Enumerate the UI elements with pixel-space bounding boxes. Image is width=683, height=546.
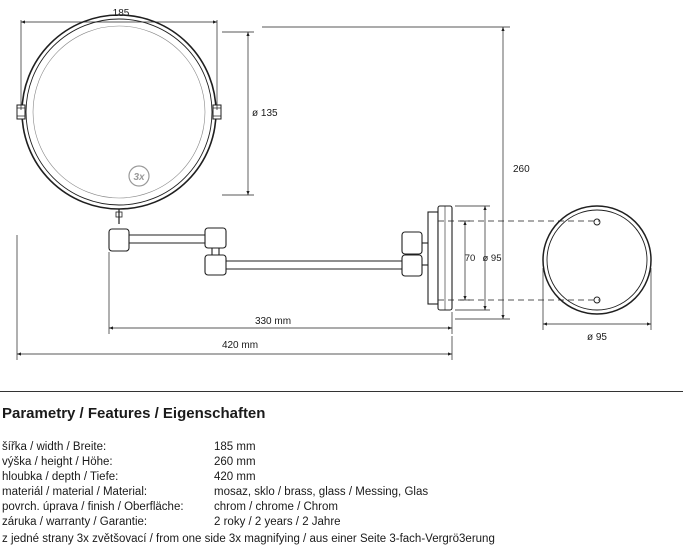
elbow-joint-lower bbox=[204, 254, 227, 276]
mirror-inner-rim bbox=[25, 18, 213, 206]
features-title: Parametry / Features / Eigenschaften bbox=[2, 405, 266, 422]
dim-arm-length-label: 330 mm bbox=[255, 316, 291, 327]
table-row: šířka / width / Breite: 185 mm bbox=[2, 440, 428, 455]
row-label: povrch. úprava / finish / Oberfläche: bbox=[2, 501, 184, 513]
row-value: mosaz, sklo / brass, glass / Messing, Gl… bbox=[214, 486, 429, 498]
table-row: výška / height / Höhe: 260 mm bbox=[2, 455, 428, 470]
table-row: povrch. úprava / finish / Oberfläche: ch… bbox=[2, 500, 428, 515]
dim-mirror-diameter-label: ø 135 bbox=[252, 108, 278, 119]
mirror-clamp bbox=[108, 228, 130, 252]
technical-drawing: 3x bbox=[16, 8, 652, 360]
row-value: 260 mm bbox=[214, 456, 256, 468]
dim-plate-height-label: 70 bbox=[465, 253, 476, 264]
row-value: 185 mm bbox=[214, 441, 256, 453]
mirror-front-view bbox=[16, 14, 222, 224]
wall-base-front bbox=[542, 205, 652, 315]
dim-width-label: 185 bbox=[113, 8, 130, 19]
magnify-3x-badge: 3x bbox=[128, 165, 150, 187]
mirror-glass-edge bbox=[32, 25, 206, 199]
table-row: materiál / material / Material: mosaz, s… bbox=[2, 485, 428, 500]
row-label: výška / height / Höhe: bbox=[2, 456, 113, 468]
features-table: šířka / width / Breite: 185 mm výška / h… bbox=[2, 440, 428, 530]
row-label: záruka / warranty / Garantie: bbox=[2, 516, 148, 528]
row-value: 2 roky / 2 years / 2 Jahre bbox=[214, 516, 341, 528]
dim-depth-label: 420 mm bbox=[222, 340, 258, 351]
row-label: hloubka / depth / Tiefe: bbox=[2, 471, 119, 483]
swing-arm bbox=[108, 227, 428, 277]
section-divider bbox=[0, 391, 683, 392]
wall-joint-lower bbox=[401, 254, 423, 277]
row-value: 420 mm bbox=[214, 471, 256, 483]
table-row: záruka / warranty / Garantie: 2 roky / 2… bbox=[2, 515, 428, 530]
dim-base-diameter-label: ø 95 bbox=[587, 332, 607, 343]
dimension-lines bbox=[16, 20, 652, 360]
magnifying-note: z jedné strany 3x zvětšovací / from one … bbox=[2, 533, 495, 545]
mirror-outer-rim bbox=[21, 14, 217, 210]
elbow-joint-upper bbox=[204, 227, 227, 249]
table-row: hloubka / depth / Tiefe: 420 mm bbox=[2, 470, 428, 485]
row-value: chrom / chrome / Chrom bbox=[214, 501, 338, 513]
wall-joint-upper bbox=[401, 231, 423, 255]
screw-hole-top bbox=[593, 218, 601, 226]
projection-lines bbox=[438, 220, 600, 301]
dim-height-label: 260 bbox=[513, 164, 530, 175]
dim-plate-diameter-label: ø 95 bbox=[482, 253, 501, 264]
wall-plate-side bbox=[427, 205, 453, 311]
magnify-badge-text: 3x bbox=[133, 172, 145, 183]
row-label: šířka / width / Breite: bbox=[2, 441, 107, 453]
row-label: materiál / material / Material: bbox=[2, 486, 148, 498]
